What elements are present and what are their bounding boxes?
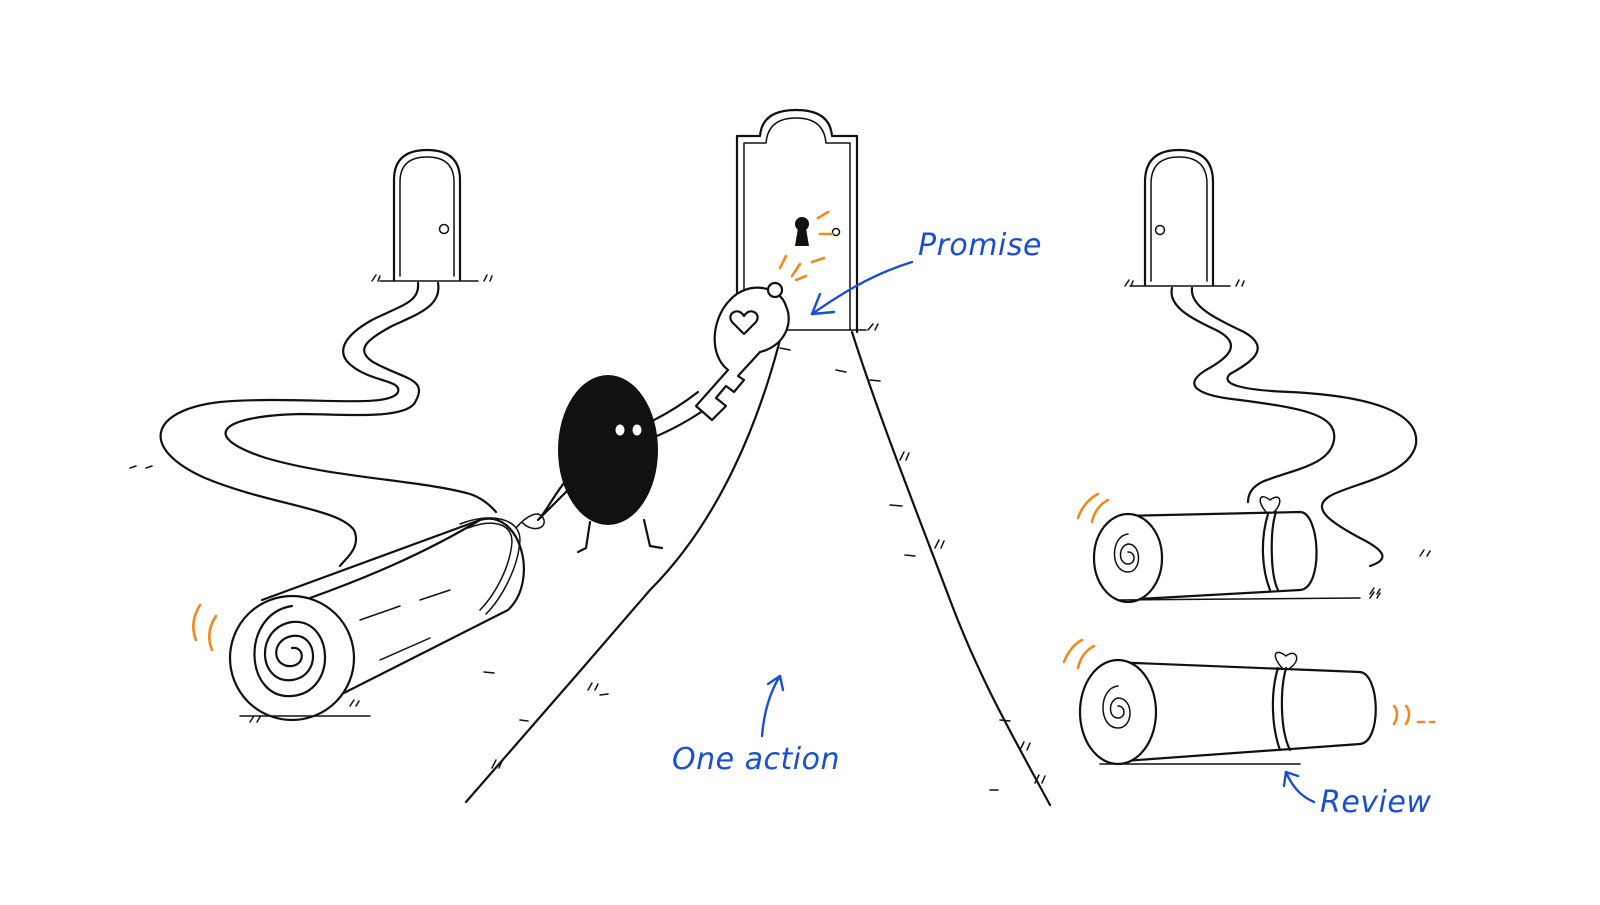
keyhole-icon — [795, 217, 809, 246]
promise-arrow-icon — [810, 260, 914, 316]
promise-label: Promise — [918, 228, 1042, 263]
tied-scroll-upper — [1076, 492, 1381, 604]
left-winding-path — [159, 281, 498, 568]
center-door-with-keyhole — [735, 108, 879, 334]
right-winding-path — [1170, 286, 1418, 568]
character-eye-right — [632, 424, 642, 436]
one-action-label: One action — [672, 742, 840, 777]
heart-key-icon — [694, 281, 790, 422]
sparkle-marks — [778, 210, 834, 282]
review-arrow-icon — [1282, 770, 1316, 804]
one-action-arrow-icon — [760, 674, 785, 738]
left-door — [371, 148, 493, 282]
black-blob-character — [538, 375, 712, 554]
right-door — [1124, 148, 1245, 287]
grass-tufts — [129, 465, 1431, 707]
large-rolling-log — [192, 478, 580, 723]
review-label: Review — [1320, 785, 1432, 820]
tied-scroll-lower — [1062, 638, 1436, 766]
center-road — [464, 330, 1052, 807]
character-eye-left — [615, 424, 625, 436]
